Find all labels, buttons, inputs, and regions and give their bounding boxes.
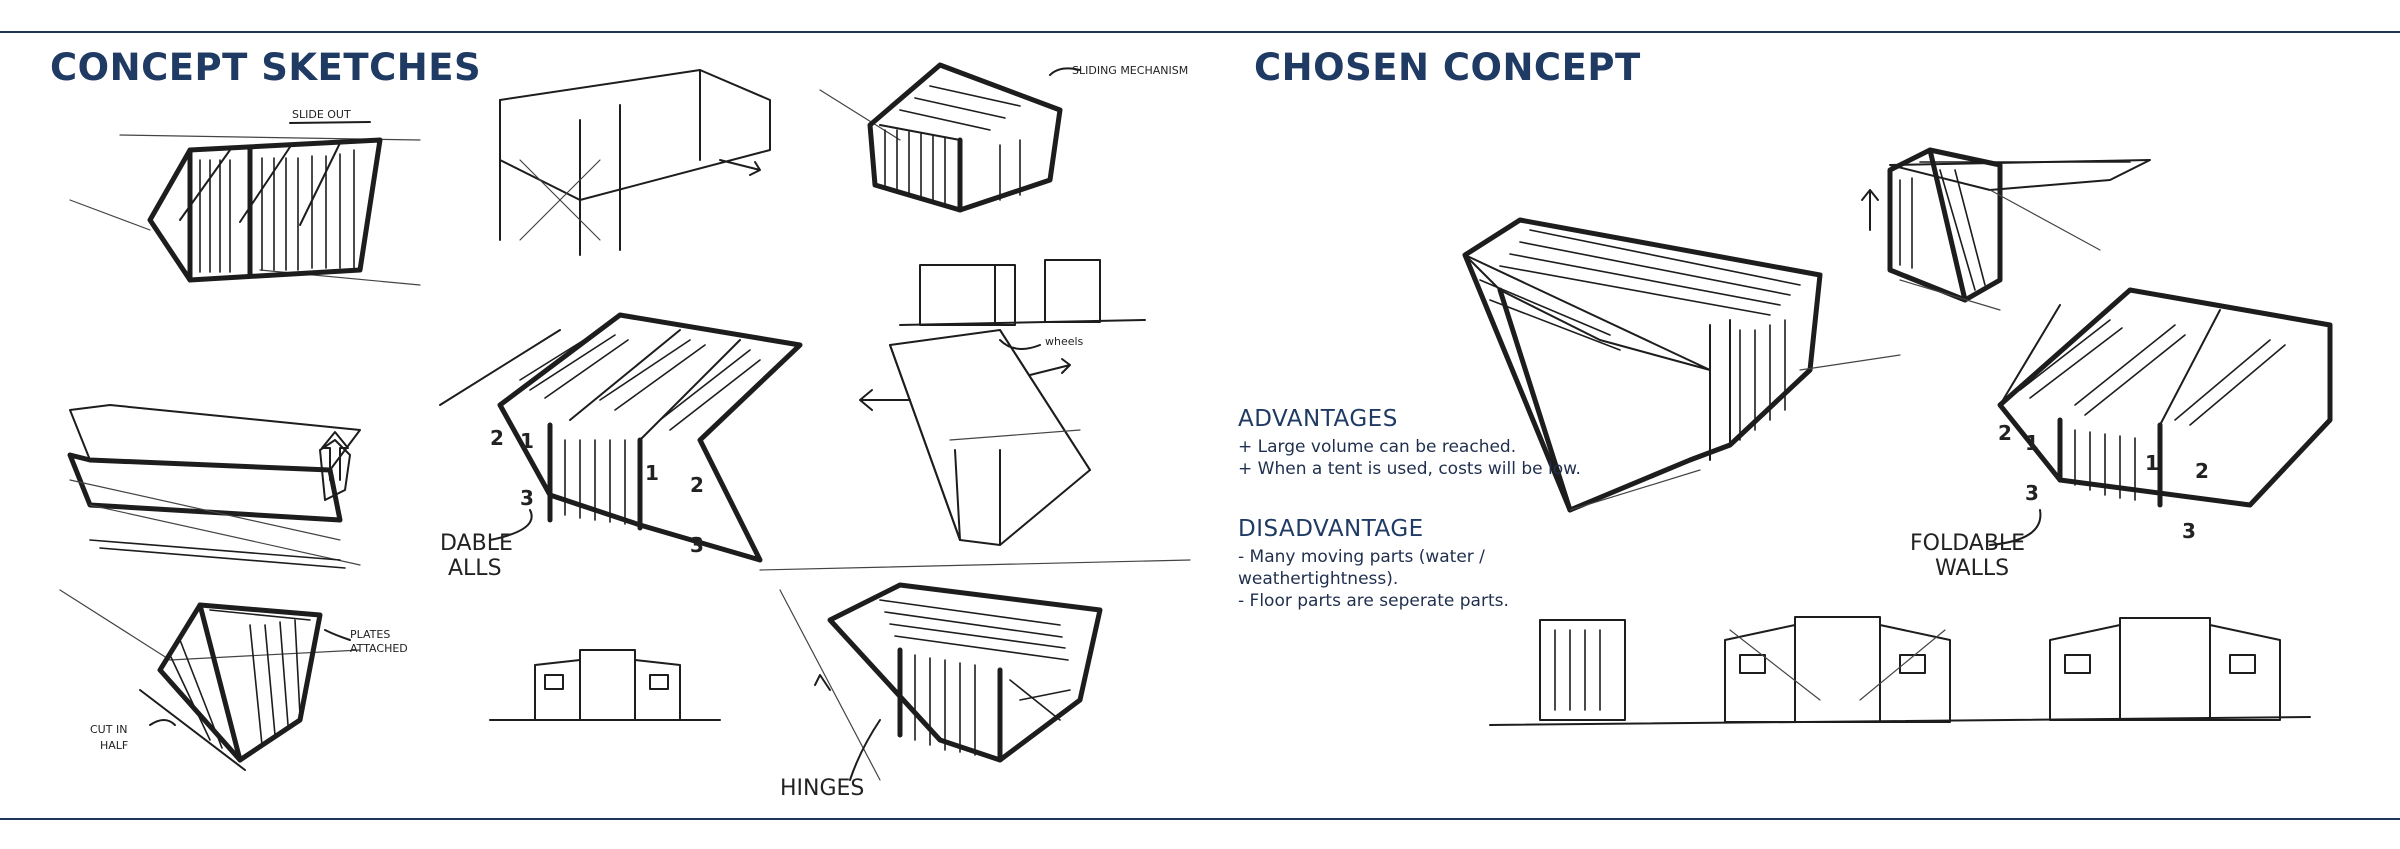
sketch-stretched-container <box>859 329 1091 546</box>
note-final-num-1: 1 <box>2025 431 2039 455</box>
note-hinges: HINGES <box>780 776 864 801</box>
note-plates-2: ATTACHED <box>350 642 408 655</box>
advantage-item: + When a tent is used, costs will be low… <box>1238 459 1581 479</box>
top-rule <box>0 31 2400 33</box>
note-sliding-mechanism: SLIDING MECHANISM <box>1072 64 1188 77</box>
disadvantage-line: - Many moving parts (water / <box>1238 547 1485 567</box>
note-num-1b: 1 <box>645 461 659 485</box>
note-num-3: 3 <box>520 486 534 510</box>
note-foldable-left-2: ALLS <box>448 556 502 581</box>
note-final-num-1b: 1 <box>2145 451 2159 475</box>
sketch-roof-opened <box>1861 147 2151 311</box>
sketch-sliding-frame <box>499 69 771 256</box>
note-cut-in-half-1: CUT IN <box>90 723 127 736</box>
note-final-num-3b: 3 <box>2182 519 2196 543</box>
disadvantage-line: - Floor parts are seperate parts. <box>1238 591 1509 611</box>
sketch-chosen-concept-main <box>1462 217 1901 513</box>
note-final-num-3: 3 <box>2025 481 2039 505</box>
note-slide-out: SLIDE OUT <box>292 108 351 121</box>
note-cut-in-half-2: HALF <box>100 739 128 752</box>
advantages-section: ADVANTAGES + Large volume can be reached… <box>1238 406 1581 480</box>
sketch-foldable-walls-final: 2 1 3 1 2 3 FOLDABLE WALLS <box>1910 287 2333 581</box>
sketch-hinged-container: HINGES <box>759 559 1191 801</box>
sketch-cut-in-half: CUT IN HALF PLATES ATTACHED <box>59 589 408 771</box>
disadvantage-title: DISADVANTAGE <box>1238 516 1424 542</box>
note-foldable-right-2: WALLS <box>1935 556 2009 581</box>
note-num-3b: 3 <box>690 533 704 557</box>
note-plates-1: PLATES <box>350 628 390 641</box>
sketch-sliding-tray <box>67 404 361 569</box>
sketch-slide-out-container: SLIDE OUT <box>69 108 421 286</box>
sketch-wheel-elevation: wheels <box>899 259 1146 350</box>
note-num-2b: 2 <box>690 473 704 497</box>
advantage-item: + Large volume can be reached. <box>1238 437 1517 457</box>
concept-sketches-heading: CONCEPT SKETCHES <box>50 46 482 89</box>
sketch-elevations-row <box>1489 616 2311 726</box>
note-foldable-left-1: DABLE <box>440 531 513 556</box>
sketch-sliding-mechanism-container: SLIDING MECHANISM <box>819 62 1188 213</box>
note-num-1: 1 <box>520 429 534 453</box>
disadvantage-line: weathertightness). <box>1238 569 1399 589</box>
disadvantage-section: DISADVANTAGE - Many moving parts (water … <box>1238 516 1509 612</box>
advantages-title: ADVANTAGES <box>1238 406 1398 432</box>
note-final-num-2b: 2 <box>2195 459 2209 483</box>
sketch-foldable-walls-container: 2 1 3 1 2 3 DABLE ALLS <box>439 312 803 581</box>
note-final-num-2: 2 <box>1998 421 2012 445</box>
sketch-side-elevation-small <box>489 649 721 721</box>
note-foldable-right-1: FOLDABLE <box>1910 531 2025 556</box>
bottom-rule <box>0 818 2400 820</box>
note-num-2: 2 <box>490 426 504 450</box>
chosen-concept-heading: CHOSEN CONCEPT <box>1254 46 1641 89</box>
note-wheels: wheels <box>1045 335 1084 348</box>
